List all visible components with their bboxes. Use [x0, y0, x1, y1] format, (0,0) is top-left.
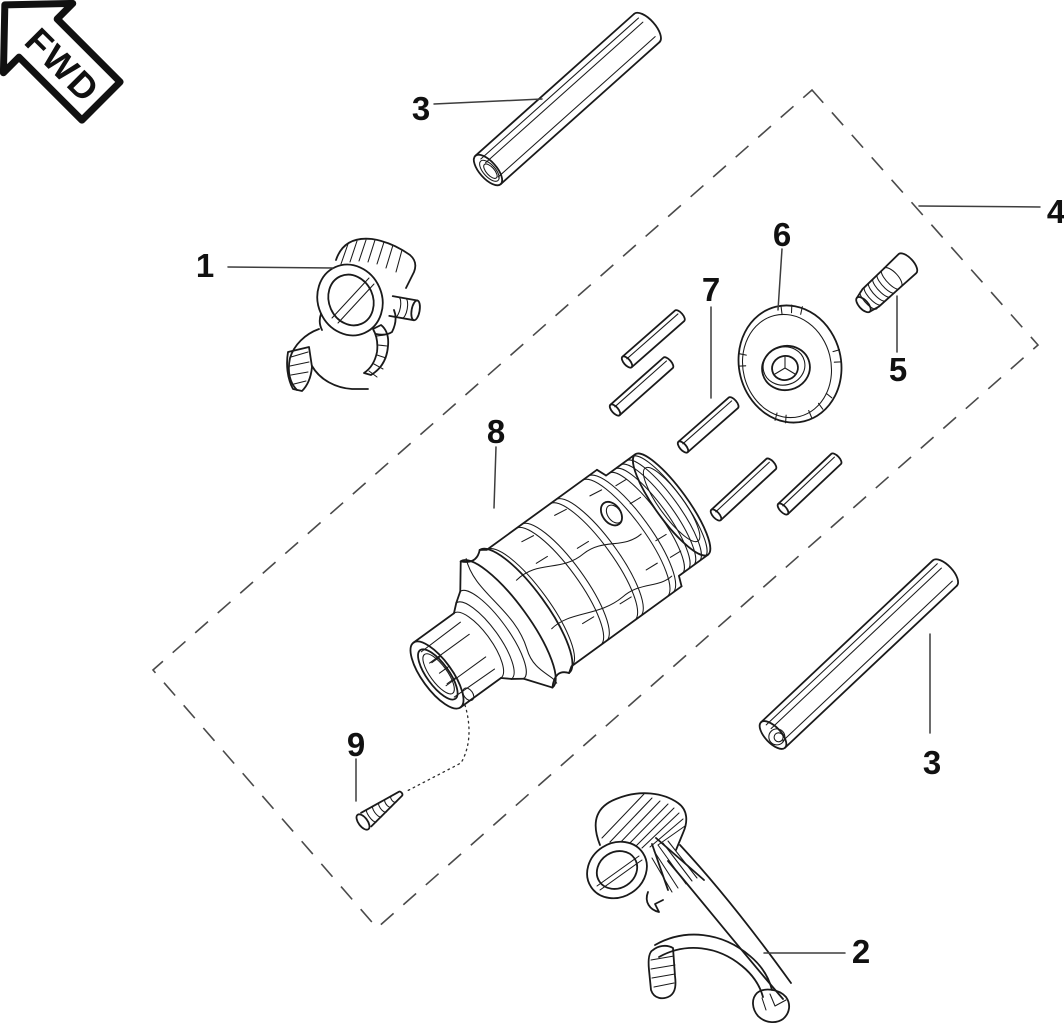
- part-segment-disc: [737, 304, 843, 424]
- callout-2: 2: [852, 933, 870, 970]
- callout-3-bottom: 3: [923, 744, 941, 781]
- screw-fit-dotted-line: [406, 704, 470, 792]
- part-fork-shaft-top: [472, 11, 662, 187]
- callout-4: 4: [1047, 193, 1064, 230]
- pin-2: [608, 356, 675, 417]
- drum-screw-hole: [462, 687, 475, 702]
- fork2-claw: [654, 933, 773, 998]
- part-pin-group: [608, 309, 843, 522]
- callout-1: 1: [196, 247, 214, 284]
- pin-3: [676, 396, 740, 454]
- fork2-shaft-eye: [586, 840, 648, 900]
- fork1-shaft-eye: [316, 263, 384, 337]
- callout-9: 9: [347, 726, 365, 763]
- part-shift-drum: [409, 452, 712, 710]
- pin-1: [620, 309, 686, 369]
- fork2-tip-pad: [752, 988, 790, 1023]
- callout-5: 5: [889, 351, 907, 388]
- leader-8: [493, 446, 497, 509]
- fork1-guide-pin: [388, 295, 421, 322]
- pin-4: [709, 457, 778, 522]
- part-shift-fork-lower: [586, 792, 792, 1023]
- fork1-claw: [287, 328, 320, 391]
- drum-detent-hole: [600, 500, 623, 527]
- callout-leader-lines: [227, 98, 1041, 954]
- fork2-boss: [594, 792, 688, 851]
- fwd-arrow-icon: FWD: [0, 0, 124, 124]
- fork1-boss: [335, 237, 417, 289]
- part-fork-shaft-bottom: [758, 558, 959, 750]
- part-shoulder-screw: [855, 252, 919, 314]
- drum-rear-face: [632, 452, 712, 557]
- leader-1: [227, 266, 334, 269]
- drum-cam-flange: [459, 559, 557, 689]
- pin-5: [776, 452, 843, 516]
- leader-3-top: [433, 98, 543, 105]
- callout-labels: 1 2 3 3 4 5 6 7 8 9: [196, 90, 1064, 970]
- leader-6: [777, 248, 783, 311]
- callout-7: 7: [702, 271, 720, 308]
- callout-3-top: 3: [412, 90, 430, 127]
- leader-4: [918, 205, 1041, 208]
- part-set-screw: [355, 790, 404, 831]
- callout-8: 8: [487, 413, 505, 450]
- part-shift-fork-upper: [286, 237, 421, 392]
- disc-rim-ticks: [738, 304, 842, 424]
- callout-6: 6: [773, 216, 791, 253]
- fork2-arm: [667, 844, 792, 1000]
